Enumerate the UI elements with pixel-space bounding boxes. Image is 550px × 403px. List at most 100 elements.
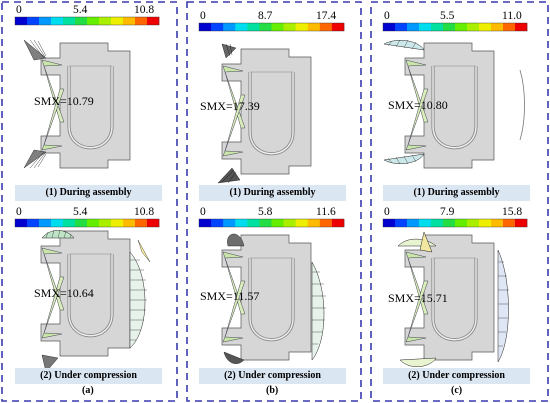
colorbar-a-top-min: 0 xyxy=(16,4,22,16)
colorbar-swatch xyxy=(383,23,396,31)
colorbar-swatch xyxy=(123,17,136,25)
colorbar-swatch xyxy=(395,219,408,227)
colorbar-swatch xyxy=(419,23,432,31)
colorbar-swatch xyxy=(503,23,516,31)
colorbar-swatch xyxy=(431,23,444,31)
colorbar-border xyxy=(14,218,160,228)
colorbar-swatch xyxy=(455,23,468,31)
colorbar-b-top-min: 0 xyxy=(200,10,206,22)
colorbar-swatch xyxy=(307,219,321,227)
colorbar-swatch xyxy=(223,219,236,227)
stress-fringe-c-bottom xyxy=(397,231,509,367)
colorbar-swatch xyxy=(479,219,492,227)
colorbar-swatch xyxy=(27,17,40,25)
colorbar-swatch xyxy=(63,219,76,227)
colorbar-swatch xyxy=(223,23,236,31)
colorbar-b-top xyxy=(198,22,345,32)
colorbar-swatch xyxy=(407,23,420,31)
colorbar-swatch xyxy=(51,219,64,227)
colorbar-swatch xyxy=(319,219,333,227)
colorbar-swatch xyxy=(295,219,309,227)
colorbar-swatch xyxy=(99,219,112,227)
smx-label-a-top: SMX=10.79 xyxy=(34,94,94,108)
colorbar-swatch xyxy=(99,17,112,25)
stress-fringe-b-bottom xyxy=(223,233,326,364)
stress-fringe-b-top xyxy=(217,43,241,184)
colorbar-swatch xyxy=(27,219,40,227)
colorbar-b-top-mid: 8.7 xyxy=(258,10,273,22)
colorbar-c-bottom-max: 15.8 xyxy=(502,206,523,218)
colorbar-swatch xyxy=(407,219,420,227)
colorbar-swatch xyxy=(283,219,296,227)
smx-label-b-bottom: SMX=11.57 xyxy=(200,289,260,303)
colorbar-a-bottom xyxy=(14,218,160,228)
colorbar-swatch xyxy=(235,219,248,227)
colorbar-swatch xyxy=(283,23,296,31)
frame-b xyxy=(186,1,362,402)
colorbar-a-top xyxy=(14,16,160,26)
frame-c xyxy=(370,1,549,402)
colorbar-swatch xyxy=(515,219,528,227)
colorbar-swatch xyxy=(51,17,64,25)
stress-fringe-a-top xyxy=(23,39,47,169)
colorbar-swatch xyxy=(455,219,468,227)
colorbar-swatch xyxy=(147,17,160,25)
colorbar-c-bottom xyxy=(382,218,528,228)
colorbar-swatch xyxy=(63,17,76,25)
colorbar-swatch xyxy=(87,17,100,25)
colorbar-swatch xyxy=(235,23,248,31)
smx-label-b-top: SMX=17.39 xyxy=(200,99,260,113)
colorbar-swatch xyxy=(199,23,212,31)
colorbar-b-top-max: 17.4 xyxy=(316,10,337,22)
colorbar-swatch xyxy=(247,219,260,227)
colorbar-b-bottom-mid: 5.8 xyxy=(258,206,273,218)
caption-a-top: (1) During assembly xyxy=(15,185,162,201)
colorbar-swatch xyxy=(247,23,260,31)
colorbar-swatch xyxy=(259,23,272,31)
colorbar-border xyxy=(382,22,528,32)
colorbar-border xyxy=(382,218,528,228)
panel-letter-c: (c) xyxy=(451,385,463,396)
colorbar-swatch xyxy=(111,17,124,25)
colorbar-swatch xyxy=(15,17,28,25)
colorbar-c-top-mid: 5.5 xyxy=(440,10,455,22)
colorbar-swatch xyxy=(331,219,345,227)
caption-c-bottom: (2) Under compression xyxy=(383,368,530,384)
colorbar-a-bottom-mid: 5.4 xyxy=(73,206,88,218)
colorbar-swatch xyxy=(479,23,492,31)
colorbar-c-top-max: 11.0 xyxy=(502,10,522,22)
colorbar-a-top-mid: 5.4 xyxy=(73,4,88,16)
colorbar-swatch xyxy=(39,219,52,227)
colorbar-swatch xyxy=(419,219,432,227)
panel-letter-b: (b) xyxy=(266,385,279,396)
caption-c-top: (1) During assembly xyxy=(383,185,530,201)
stress-fringe-a-bottom xyxy=(41,229,151,373)
colorbar-swatch xyxy=(467,23,480,31)
colorbar-swatch xyxy=(515,23,528,31)
colorbar-swatch xyxy=(87,219,100,227)
colorbar-c-bottom-min: 0 xyxy=(384,206,390,218)
colorbar-b-bottom-max: 11.6 xyxy=(316,206,336,218)
colorbar-swatch xyxy=(307,23,321,31)
colorbar-swatch xyxy=(39,17,52,25)
colorbar-swatch xyxy=(395,23,408,31)
colorbar-swatch xyxy=(491,23,504,31)
colorbar-swatch xyxy=(259,219,272,227)
colorbar-swatch xyxy=(135,17,148,25)
colorbar-c-bottom-mid: 7.9 xyxy=(440,206,455,218)
colorbar-border xyxy=(198,22,345,32)
colorbar-border xyxy=(14,16,160,26)
caption-b-top: (1) During assembly xyxy=(199,185,346,201)
colorbar-a-top-max: 10.8 xyxy=(134,4,155,16)
colorbar-b-bottom-min: 0 xyxy=(200,206,206,218)
colorbar-a-bottom-max: 10.8 xyxy=(134,206,155,218)
caption-b-bottom: (2) Under compression xyxy=(199,368,346,384)
stress-fringe-c-top xyxy=(383,39,525,165)
colorbar-swatch xyxy=(211,23,224,31)
colorbar-swatch xyxy=(383,219,396,227)
colorbar-c-top xyxy=(382,22,528,32)
colorbar-swatch xyxy=(211,219,224,227)
colorbar-swatch xyxy=(443,219,456,227)
colorbar-swatch xyxy=(271,219,284,227)
